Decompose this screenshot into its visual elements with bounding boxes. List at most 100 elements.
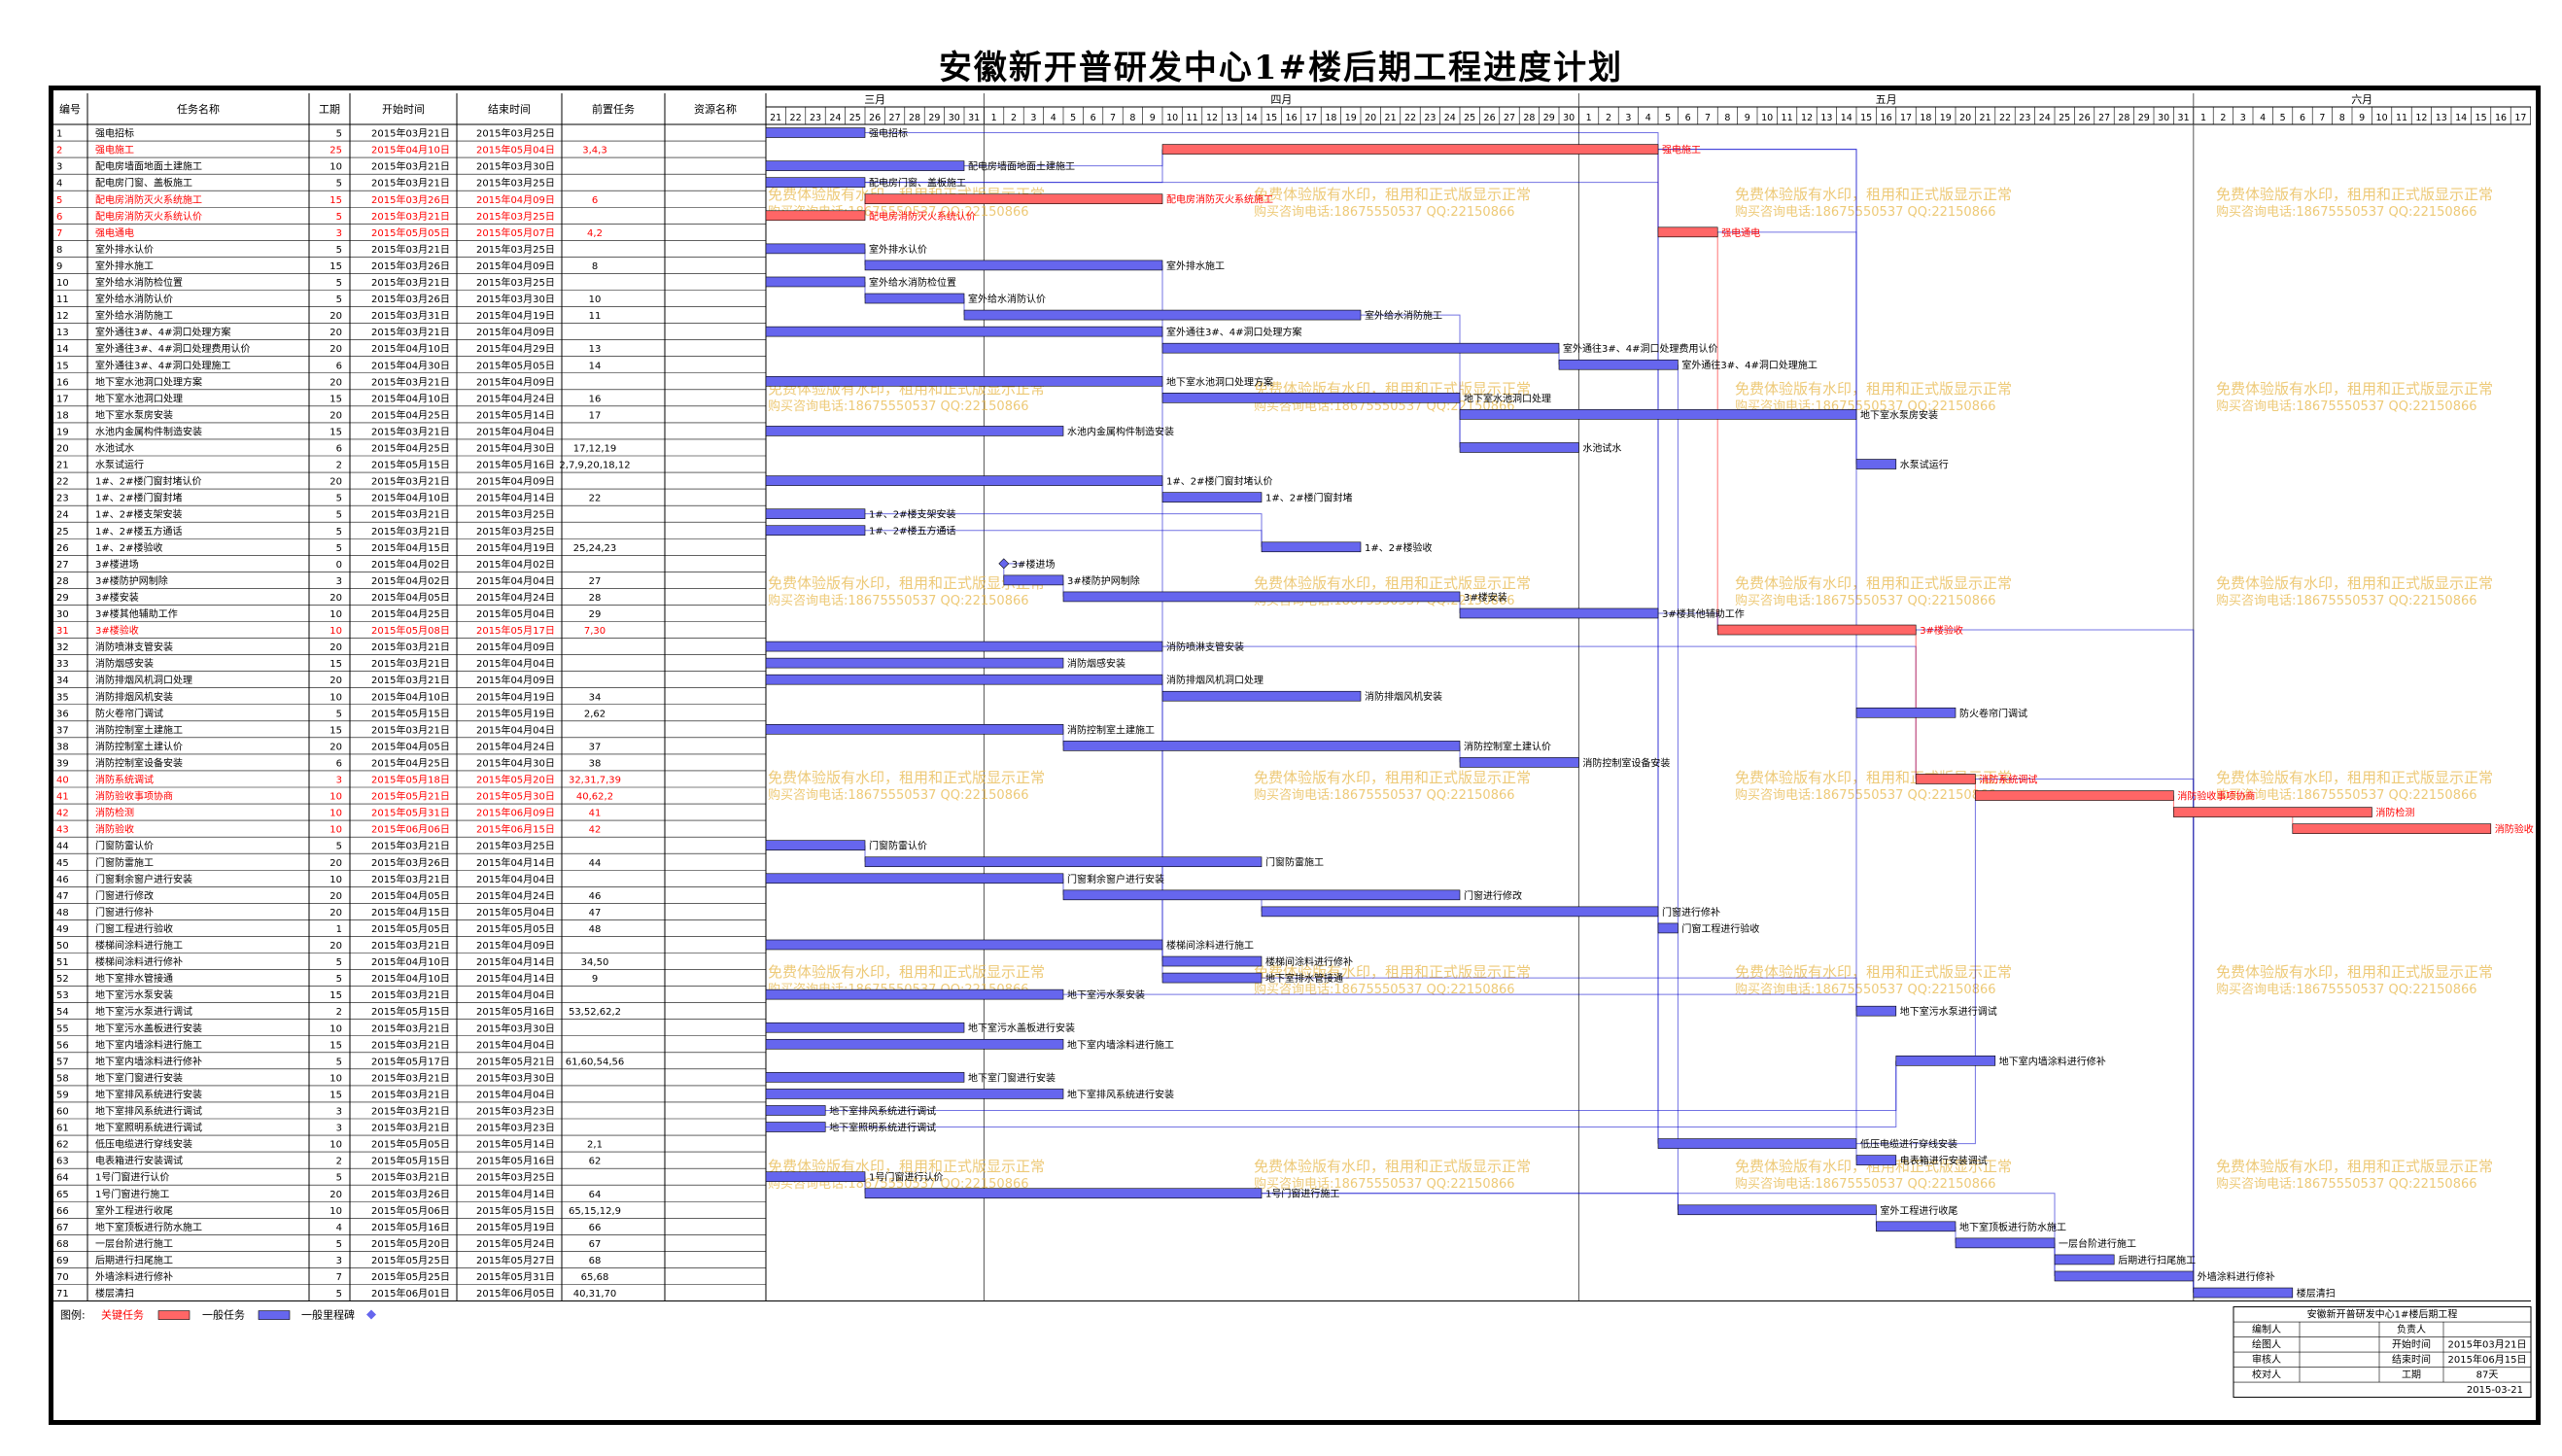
table-cell: 66	[56, 1206, 69, 1217]
task-bar	[765, 840, 866, 850]
table-cell: 5	[336, 1239, 342, 1250]
task-bar	[765, 475, 1163, 486]
table-cell: 室外通往3#、4#洞口处理费用认价	[95, 342, 250, 355]
table-cell: 2015年03月21日	[371, 475, 450, 488]
table-cell: 1#、2#楼门窗封堵	[95, 492, 182, 504]
info-box-cell: 编制人	[2252, 1323, 2281, 1335]
table-cell: 34	[56, 676, 69, 686]
bar-label: 1#、2#楼门窗封堵认价	[1166, 475, 1272, 488]
table-cell: 15	[329, 261, 342, 272]
table-cell: 2015年03月25日	[476, 276, 555, 289]
table-cell: 53,52,62,2	[569, 1007, 621, 1018]
day-tick-label: 10	[2376, 113, 2388, 123]
table-cell: 37	[589, 742, 602, 752]
day-tick-label: 27	[2098, 113, 2110, 123]
bar-label: 室外通往3#、4#洞口处理施工	[1681, 359, 1817, 371]
watermark-text: 免费体验版有水印，租用和正式版显示正常	[1254, 769, 1531, 786]
table-cell: 2015年05月31日	[371, 807, 450, 819]
task-bar	[765, 525, 866, 537]
task-bar	[2054, 1254, 2115, 1265]
watermark-text: 购买咨询电话:18675550537 QQ:22150866	[1735, 593, 1996, 608]
table-cell: 2015年05月20日	[476, 774, 555, 786]
bar-label: 地下室污水泵安装	[1067, 988, 1145, 1001]
table-cell: 2015年04月09日	[476, 475, 555, 488]
table-cell: 10	[329, 1206, 342, 1217]
table-cell: 65,68	[581, 1272, 609, 1283]
day-tick-label: 8	[1724, 113, 1730, 123]
bar-label: 一层台阶进行施工	[2059, 1237, 2136, 1250]
day-tick-label: 11	[2396, 113, 2407, 123]
day-tick-label: 14	[1246, 113, 1258, 123]
table-cell: 2015年05月16日	[371, 1221, 450, 1233]
table-cell: 2015年04月10日	[371, 492, 450, 504]
bar-label: 外墙涂料进行修补	[2198, 1270, 2275, 1283]
table-cell: 3#楼安装	[95, 591, 139, 604]
bar-label: 地下室内墙涂料进行施工	[1067, 1038, 1174, 1051]
table-cell: 41	[589, 809, 602, 819]
task-bar	[1003, 574, 1064, 586]
table-cell: 40,62,2	[576, 792, 613, 803]
table-cell: 2015年03月21日	[371, 508, 450, 521]
table-cell: 15	[329, 1040, 342, 1051]
day-tick-label: 15	[1265, 113, 1277, 123]
table-cell: 25	[56, 527, 69, 537]
table-cell: 2015年06月05日	[476, 1287, 555, 1300]
dependency-link	[865, 513, 1263, 547]
table-cell: 45	[56, 858, 69, 869]
table-cell: 2015年05月21日	[371, 790, 450, 803]
day-tick-label: 1	[2200, 113, 2206, 123]
dependency-link	[1717, 231, 1857, 465]
table-cell: 2015年05月04日	[476, 144, 555, 156]
table-cell: 1号门窗进行施工	[95, 1188, 169, 1200]
table-cell: 2015年03月21日	[371, 939, 450, 952]
day-tick-label: 22	[1404, 113, 1416, 123]
table-cell: 5	[336, 510, 342, 521]
column-header: 结束时间	[488, 103, 531, 116]
watermark-text: 购买咨询电话:18675550537 QQ:22150866	[1254, 982, 1515, 997]
table-cell: 64	[56, 1173, 69, 1184]
table-cell: 68	[56, 1239, 69, 1250]
task-bar	[1459, 409, 1857, 420]
table-cell: 2015年05月05日	[371, 1138, 450, 1151]
table-cell: 54	[56, 1007, 69, 1018]
table-cell: 2015年04月14日	[476, 1188, 555, 1200]
task-bar	[765, 657, 1064, 669]
table-cell: 2015年03月25日	[476, 1171, 555, 1184]
day-tick-label: 1	[1586, 113, 1592, 123]
task-bar	[765, 127, 866, 138]
table-cell: 水泵试运行	[95, 459, 144, 471]
task-bar	[864, 1188, 1263, 1199]
table-cell: 15	[329, 659, 342, 670]
table-cell: 67	[589, 1239, 602, 1250]
table-cell: 室外给水消防认价	[95, 293, 173, 305]
watermark-text: 免费体验版有水印，租用和正式版显示正常	[1254, 574, 1531, 592]
table-cell: 2015年03月21日	[371, 210, 450, 223]
bar-label: 强电招标	[869, 127, 908, 140]
table-cell: 10	[329, 1023, 342, 1034]
bar-label: 室外通往3#、4#洞口处理费用认价	[1563, 342, 1717, 355]
table-cell: 2015年04月24日	[476, 591, 555, 604]
table-cell: 地下室排风系统进行安装	[95, 1088, 202, 1100]
table-cell: 5	[336, 709, 342, 719]
table-cell: 2015年03月25日	[476, 243, 555, 256]
task-bar	[765, 326, 1163, 337]
day-tick-label: 16	[1881, 113, 1892, 123]
watermark-text: 购买咨询电话:18675550537 QQ:22150866	[2216, 982, 2477, 997]
table-cell: 2015年05月05日	[371, 226, 450, 239]
table-cell: 63	[56, 1157, 69, 1167]
info-box-cell: 审核人	[2252, 1353, 2281, 1366]
table-cell: 2015年04月19日	[476, 309, 555, 322]
day-tick-label: 12	[1801, 113, 1813, 123]
table-cell: 3#楼验收	[95, 624, 139, 637]
table-cell: 2015年05月05日	[476, 922, 555, 935]
month-label: 四月	[1270, 93, 1292, 106]
table-cell: 32,31,7,39	[569, 776, 621, 786]
table-cell: 2015年03月23日	[476, 1105, 555, 1118]
watermark-text: 免费体验版有水印，租用和正式版显示正常	[768, 1158, 1045, 1175]
table-cell: 43	[56, 825, 69, 836]
bar-label: 楼梯间涂料进行修补	[1265, 955, 1353, 968]
table-cell: 2015年04月05日	[371, 591, 450, 604]
table-cell: 5	[336, 494, 342, 504]
day-tick-label: 2	[1011, 113, 1017, 123]
table-cell: 2015年04月24日	[476, 392, 555, 404]
